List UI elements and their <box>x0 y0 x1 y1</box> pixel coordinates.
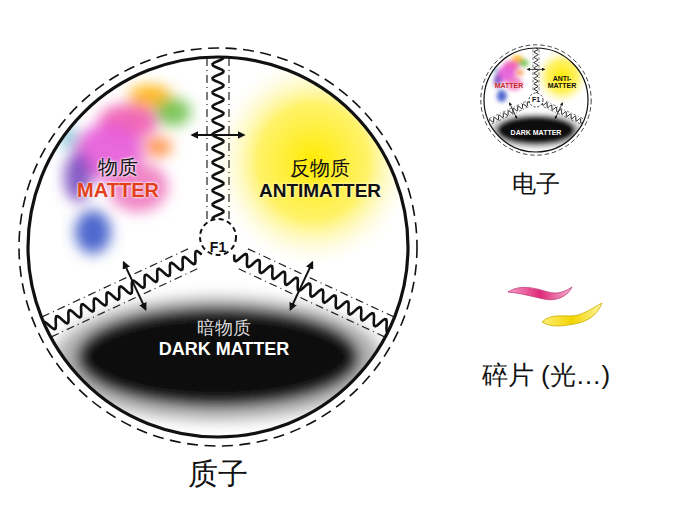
wavy-boundary <box>213 57 224 229</box>
exchange-arrow <box>192 134 244 136</box>
antimatter-region: ANTI-MATTER <box>545 75 579 90</box>
matter-region-text: 物质 <box>77 156 159 179</box>
matter-region: MATTER <box>495 82 524 90</box>
particle-cell: 电子 MATTER ANTI-MATTER DARK MATTER F1 <box>470 38 602 202</box>
matter-region: 物质MATTER <box>77 156 159 202</box>
cell-shape <box>8 38 428 500</box>
fragment-yellow <box>542 303 602 326</box>
particle-name: 质子 <box>8 454 428 495</box>
region-colors <box>488 48 590 148</box>
fragment-label: 碎片 (光…) <box>482 358 611 393</box>
dark-matter-region-text: DARK MATTER <box>159 339 290 360</box>
wavy-boundary <box>234 254 388 332</box>
matter-region-text: MATTER <box>77 179 159 202</box>
exchange-arrow <box>527 69 544 70</box>
wavy-boundary <box>534 48 538 93</box>
fragment-pink <box>508 287 572 300</box>
dark-matter-region-text: 暗物质 <box>159 318 290 339</box>
cell-outline <box>484 48 588 152</box>
antimatter-region-text: ANTI-MATTER <box>545 75 579 90</box>
antimatter-region-text: ANTIMATTER <box>259 180 381 202</box>
wavy-boundary <box>489 102 530 122</box>
exchange-arrow <box>510 103 517 119</box>
region-colors <box>41 57 413 421</box>
f1-core-text: F1 <box>210 239 226 255</box>
dark-matter-region: 暗物质DARK MATTER <box>159 318 290 359</box>
antimatter-region-text: 反物质 <box>259 157 381 180</box>
particle-cell: 质子 物质MATTER 反物质ANTIMATTER 暗物质DARK MATTER F1 <box>8 38 428 500</box>
cell-halo <box>19 48 417 446</box>
f1-core-text: F1 <box>532 96 540 104</box>
exchange-arrow <box>290 262 312 309</box>
dark-matter-region: DARK MATTER <box>511 129 562 137</box>
f1-circle <box>529 93 543 107</box>
cell-outline <box>28 57 408 437</box>
wavy-boundary <box>43 251 201 329</box>
wavy-boundary <box>542 103 583 123</box>
matter-region-text: MATTER <box>495 82 524 90</box>
f1-core: F1 <box>532 96 540 104</box>
cell-halo <box>481 45 591 155</box>
antimatter-region: 反物质ANTIMATTER <box>259 157 381 202</box>
f1-core: F1 <box>210 239 226 255</box>
exchange-arrow <box>124 262 146 309</box>
particle-name: 电子 <box>470 168 602 200</box>
dark-matter-region-text: DARK MATTER <box>511 129 562 137</box>
exchange-arrow <box>555 103 562 119</box>
f1-circle <box>200 219 236 255</box>
